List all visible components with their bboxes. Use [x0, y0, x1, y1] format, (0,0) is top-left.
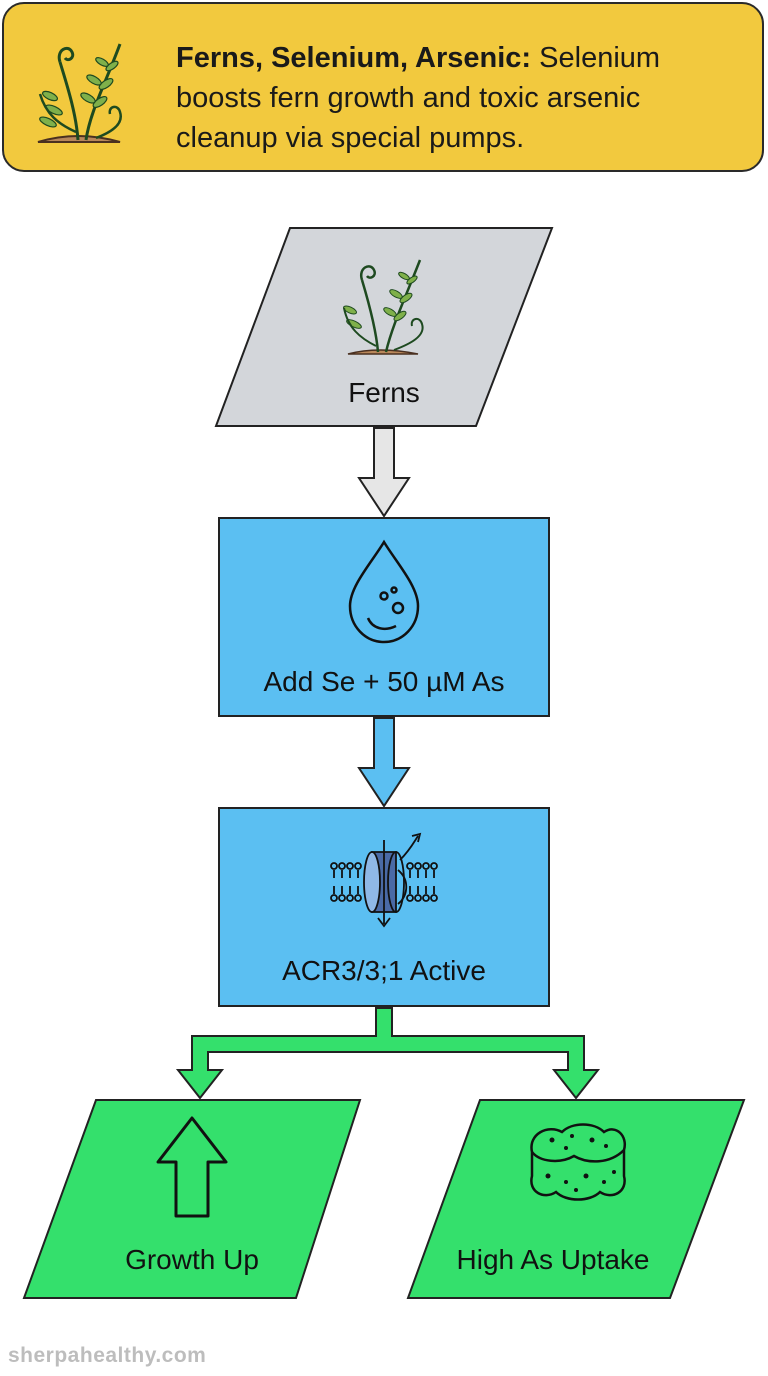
- node-growth-up: Growth Up: [22, 1099, 362, 1299]
- node-add-label: Add Se + 50 µM As: [263, 666, 504, 697]
- node-growth-label: Growth Up: [125, 1244, 259, 1275]
- node-ferns: Ferns: [214, 227, 554, 427]
- arrow-acr-branch: [175, 1007, 601, 1100]
- node-uptake-label: High As Uptake: [457, 1244, 650, 1275]
- sponge-icon: [530, 1123, 627, 1201]
- summary-description: Selenium boosts fern growth and toxic ar…: [176, 42, 661, 154]
- node-ferns-label: Ferns: [348, 377, 420, 408]
- node-add-se-as: Add Se + 50 µM As: [218, 517, 550, 717]
- summary-banner: Ferns, Selenium, Arsenic: Selenium boost…: [2, 2, 764, 172]
- fern-icon: [343, 259, 424, 355]
- node-high-as-uptake: High As Uptake: [406, 1099, 746, 1299]
- node-acr-label: ACR3/3;1 Active: [282, 955, 486, 986]
- water-drop-icon: [348, 539, 420, 644]
- fern-icon: [37, 43, 123, 143]
- up-arrow-icon: [156, 1116, 228, 1218]
- membrane-transporter-icon: [330, 832, 438, 928]
- node-acr3-active: ACR3/3;1 Active: [218, 807, 550, 1007]
- watermark: sherpahealthy.com: [8, 1344, 207, 1367]
- arrow-add-to-acr: [357, 717, 411, 808]
- summary-title: Ferns, Selenium, Arsenic:: [176, 42, 532, 74]
- summary-text: Ferns, Selenium, Arsenic: Selenium boost…: [176, 38, 746, 158]
- arrow-ferns-to-add: [357, 427, 411, 518]
